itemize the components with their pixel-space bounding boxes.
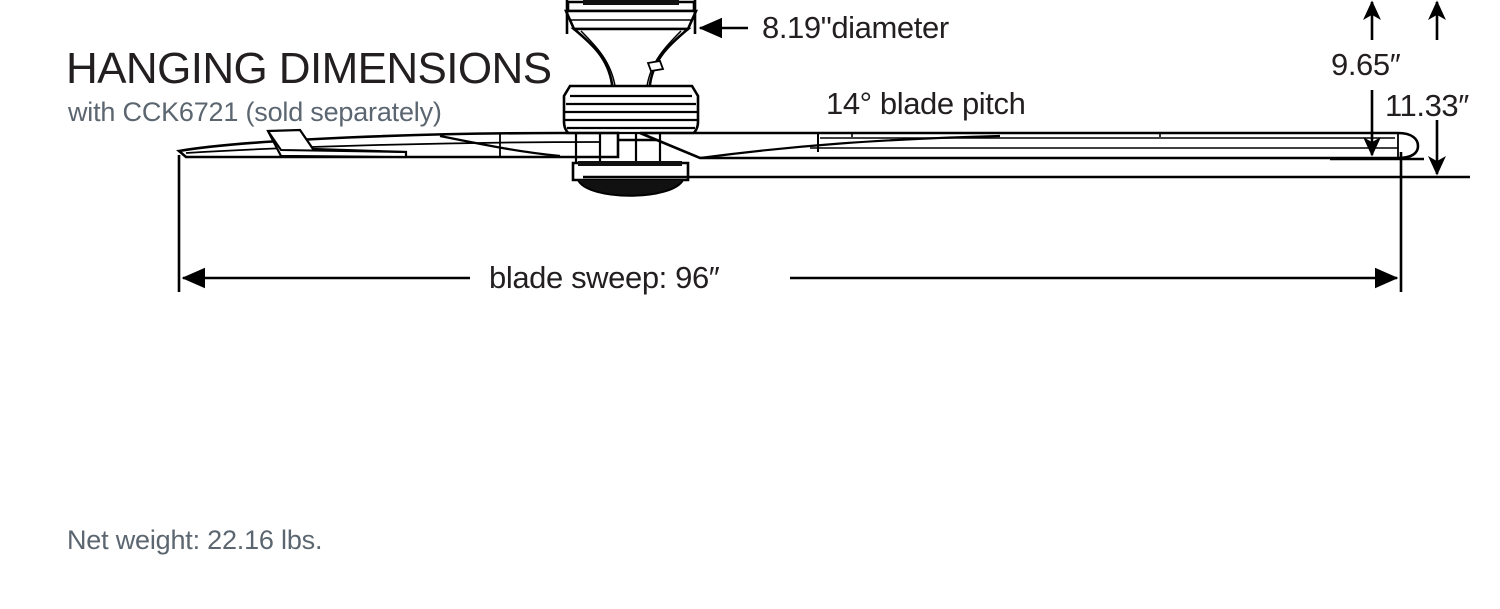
left-blade (176, 128, 620, 159)
height-to-blade-label: 9.65″ (1331, 47, 1401, 82)
page-title: HANGING DIMENSIONS (66, 44, 552, 93)
motor-housing (562, 84, 700, 142)
blade-pitch-label: 14° blade pitch (826, 86, 1026, 121)
blade-sweep-label: blade sweep: 96″ (489, 260, 720, 295)
extension-lines (177, 0, 1470, 292)
canopy-diameter-label: 8.19"diameter (762, 10, 949, 45)
overall-height-label: 11.33″ (1385, 88, 1469, 123)
right-blade (639, 131, 1420, 160)
page-subtitle: with CCK6721 (sold separately) (68, 97, 442, 127)
net-weight-label: Net weight: 22.16 lbs. (67, 525, 323, 555)
